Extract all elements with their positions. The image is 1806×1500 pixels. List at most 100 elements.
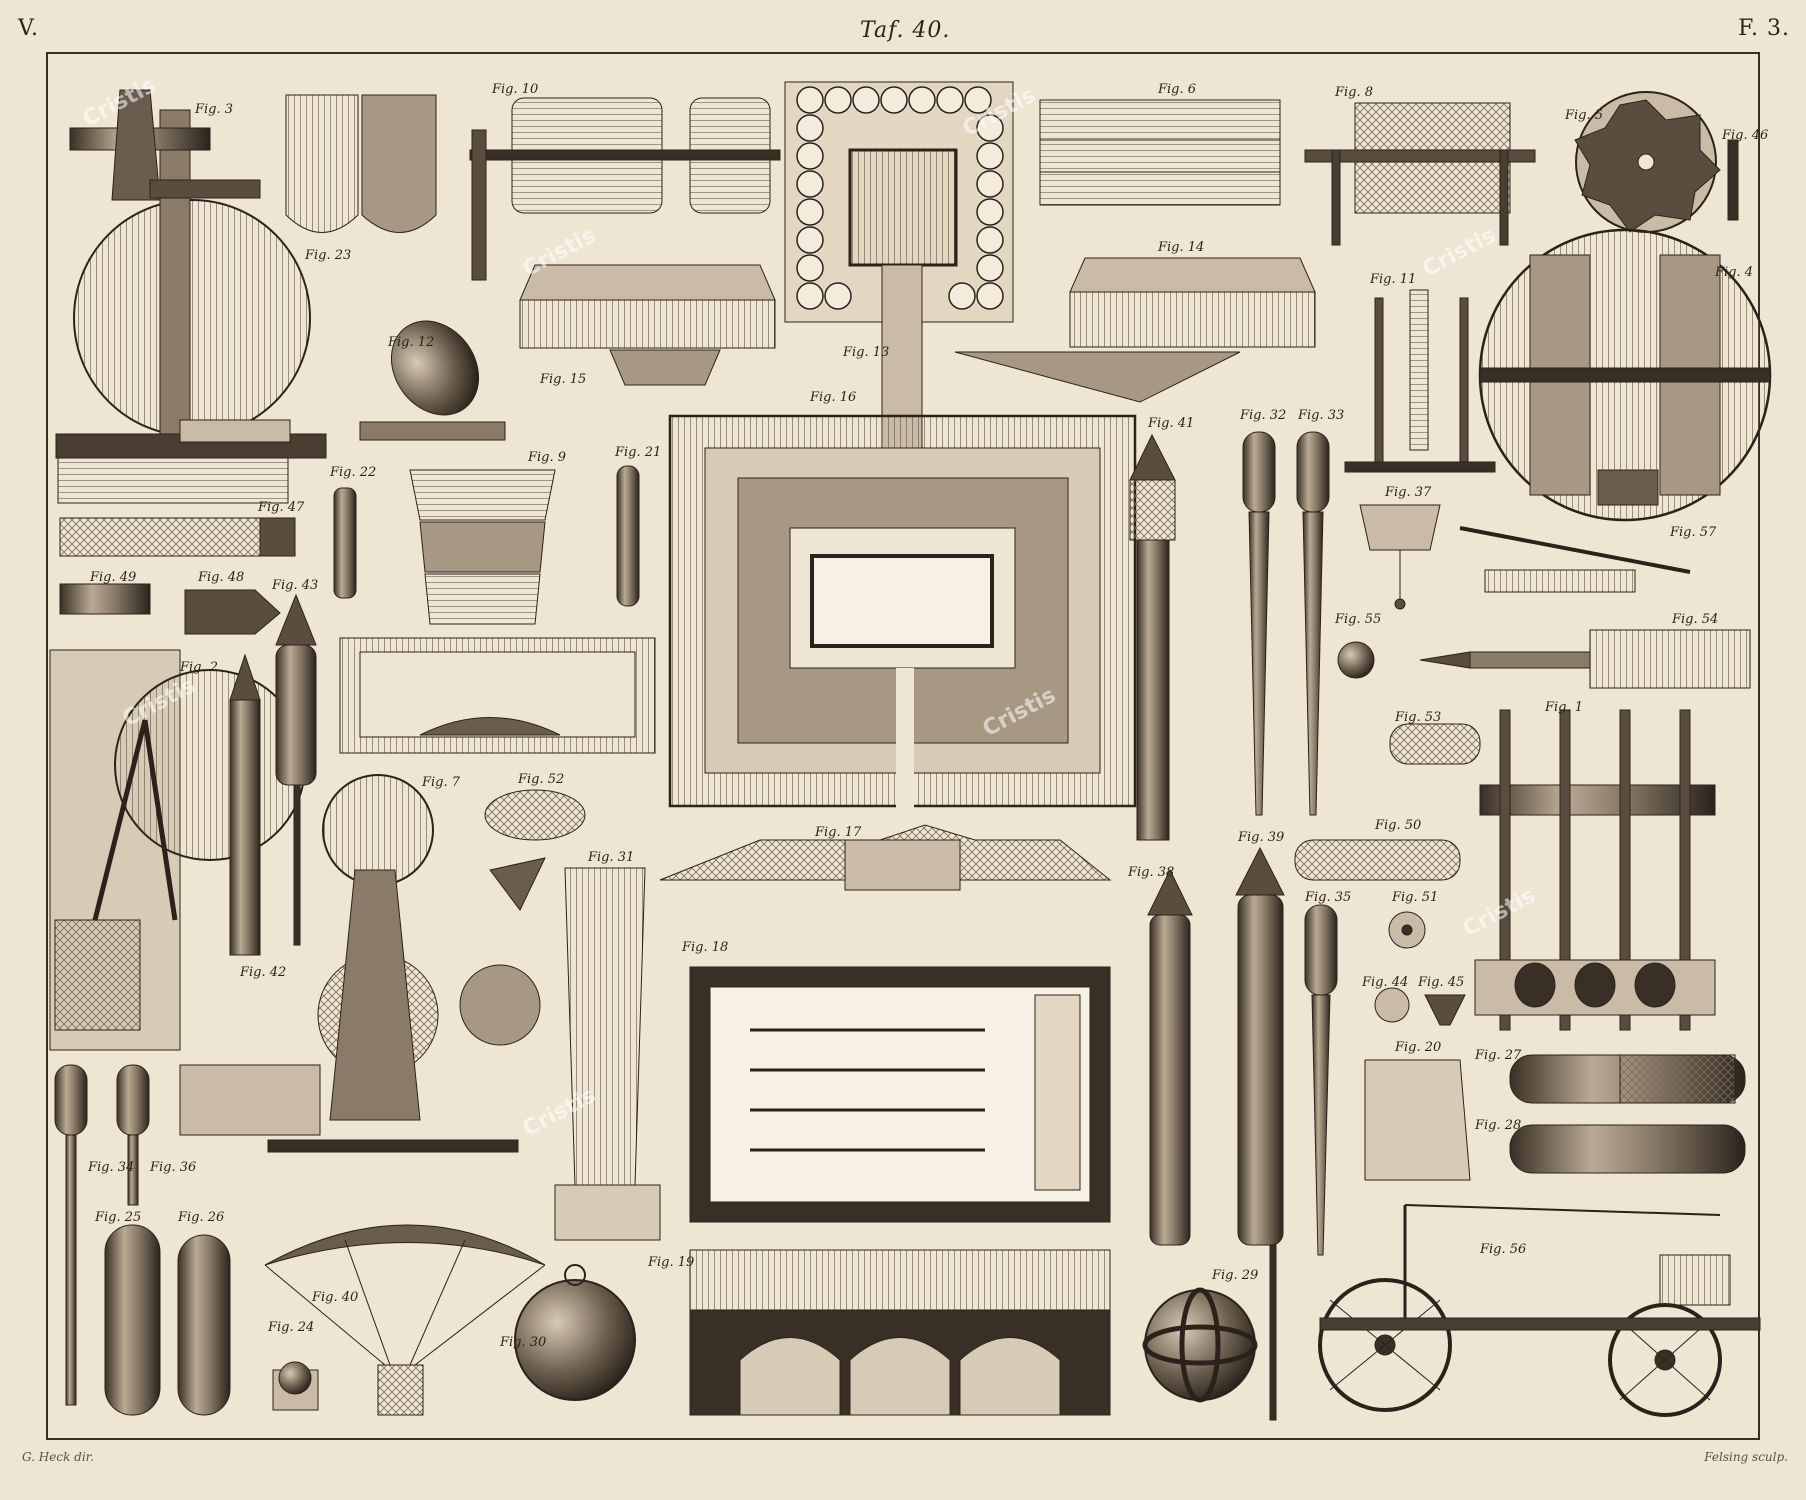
fig-label-26: Fig. 26 xyxy=(178,1210,225,1225)
fig-label-7: Fig. 7 xyxy=(422,775,461,790)
fig-32-rocket-tube xyxy=(1242,431,1276,816)
fig-21-vial xyxy=(616,465,640,607)
fig-label-54: Fig. 54 xyxy=(1672,612,1719,627)
fig-label-6: Fig. 6 xyxy=(1158,82,1197,97)
fig-57-lever-device xyxy=(1459,526,1691,593)
fig-label-23: Fig. 23 xyxy=(305,248,352,263)
fig-label-19: Fig. 19 xyxy=(648,1255,695,1270)
fig-24-small-fitting xyxy=(272,1361,319,1411)
fig-label-57: Fig. 57 xyxy=(1670,525,1717,540)
fig-41-rocket xyxy=(1129,433,1176,841)
fig-17-embankment-section xyxy=(659,824,1112,891)
fig-label-29: Fig. 29 xyxy=(1212,1268,1259,1283)
fig-label-14: Fig. 14 xyxy=(1158,240,1205,255)
fig-label-25: Fig. 25 xyxy=(95,1210,142,1225)
fig-label-49: Fig. 49 xyxy=(90,570,137,585)
fig-37-fan-plate xyxy=(1359,504,1441,610)
fig-label-52: Fig. 52 xyxy=(518,772,565,787)
fig-label-27: Fig. 27 xyxy=(1475,1048,1522,1063)
fig-label-10: Fig. 10 xyxy=(492,82,539,97)
fig-16-magazine-ground-plan xyxy=(668,414,1137,808)
fig-label-3: Fig. 3 xyxy=(195,102,234,117)
plate-title: Taf. 40. xyxy=(860,18,951,43)
fig-18-building-plan xyxy=(689,966,1111,1223)
plate-volume: V. xyxy=(18,16,40,41)
fig-27-cartridge xyxy=(1509,1054,1746,1104)
fig-label-33: Fig. 33 xyxy=(1298,408,1345,423)
fig-label-36: Fig. 36 xyxy=(150,1160,197,1175)
fig-29-caged-ball xyxy=(1142,1287,1258,1403)
fig-51-rosette xyxy=(1388,911,1426,949)
fig-50-cartridge xyxy=(1294,839,1461,881)
fig-label-28: Fig. 28 xyxy=(1475,1118,1522,1133)
credit-director: G. Heck dir. xyxy=(22,1450,94,1464)
fig-36-rocket xyxy=(116,1064,150,1206)
fig-19-arched-store xyxy=(689,1249,1111,1416)
fig-label-31: Fig. 31 xyxy=(588,850,635,865)
fig-label-56: Fig. 56 xyxy=(1480,1242,1527,1257)
fig-label-48: Fig. 48 xyxy=(198,570,245,585)
fig-label-15: Fig. 15 xyxy=(540,372,587,387)
fig-7-grinding-machine xyxy=(179,774,546,1153)
fig-35-rocket xyxy=(1304,904,1338,1256)
fig-44-rosette xyxy=(1374,987,1410,1023)
fig-label-11: Fig. 11 xyxy=(1370,272,1417,287)
fig-9-stacked-sieves xyxy=(339,469,656,754)
fig-label-38: Fig. 38 xyxy=(1128,865,1175,880)
fig-label-50: Fig. 50 xyxy=(1375,818,1422,833)
fig-2-gear-train xyxy=(49,649,306,1051)
fig-label-34: Fig. 34 xyxy=(88,1160,135,1175)
fig-label-5: Fig. 5 xyxy=(1565,108,1604,123)
fig-52-twisted-fuse xyxy=(484,789,586,841)
fig-label-37: Fig. 37 xyxy=(1385,485,1432,500)
fig-label-47: Fig. 47 xyxy=(258,500,305,515)
fig-22-rod xyxy=(333,487,357,599)
fig-48-cartridge-point xyxy=(184,589,281,635)
fig-20-plate xyxy=(1364,1059,1471,1181)
fig-54-screw-tube xyxy=(1419,629,1751,689)
fig-28-cartridge xyxy=(1509,1124,1746,1174)
fig-33-rocket-tube xyxy=(1296,431,1330,816)
fig-43-rocket xyxy=(275,593,317,946)
fig-10-rolling-drums xyxy=(469,97,781,281)
fig-label-32: Fig. 32 xyxy=(1240,408,1287,423)
fig-label-8: Fig. 8 xyxy=(1335,85,1374,100)
fig-56-cart xyxy=(1318,1204,1761,1417)
fig-26-canister xyxy=(177,1234,231,1416)
fig-5-toothed-disc xyxy=(1574,91,1739,233)
fig-34-rocket xyxy=(54,1064,88,1406)
fig-14-powder-box-2 xyxy=(954,257,1316,403)
fig-label-13: Fig. 13 xyxy=(843,345,890,360)
fig-55-round-fitting xyxy=(1337,641,1375,679)
fig-31-column xyxy=(554,867,661,1241)
fig-label-2: Fig. 2 xyxy=(180,660,219,675)
fig-label-1: Fig. 1 xyxy=(1545,700,1584,715)
fig-label-46: Fig. 46 xyxy=(1722,128,1769,143)
fig-8-sieve-machine xyxy=(1304,102,1536,246)
fig-label-20: Fig. 20 xyxy=(1395,1040,1442,1055)
fig-label-43: Fig. 43 xyxy=(272,578,319,593)
fig-23-shield-plates xyxy=(285,94,437,233)
plate-border xyxy=(46,52,1760,1440)
fig-45-funnel xyxy=(1424,994,1466,1026)
fig-label-35: Fig. 35 xyxy=(1305,890,1352,905)
fig-label-17: Fig. 17 xyxy=(815,825,862,840)
fig-3-gear-wheel xyxy=(55,89,327,504)
fig-12-mortar xyxy=(359,320,506,441)
fig-label-53: Fig. 53 xyxy=(1395,710,1442,725)
fig-label-22: Fig. 22 xyxy=(330,465,377,480)
fig-label-40: Fig. 40 xyxy=(312,1290,359,1305)
fig-label-41: Fig. 41 xyxy=(1148,416,1195,431)
fig-49-short-cylinder xyxy=(59,583,151,615)
fig-47-loaded-tube xyxy=(59,517,296,557)
fig-label-30: Fig. 30 xyxy=(500,1335,547,1350)
fig-15-powder-box xyxy=(519,264,776,386)
fig-38-rocket xyxy=(1147,868,1193,1246)
fig-42-rocket xyxy=(229,653,261,956)
fig-11-screw-press xyxy=(1344,289,1496,473)
fig-39-rocket xyxy=(1235,846,1285,1421)
fig-30-bomb xyxy=(514,1264,636,1401)
fig-6-drawer-cabinet xyxy=(1039,99,1281,206)
